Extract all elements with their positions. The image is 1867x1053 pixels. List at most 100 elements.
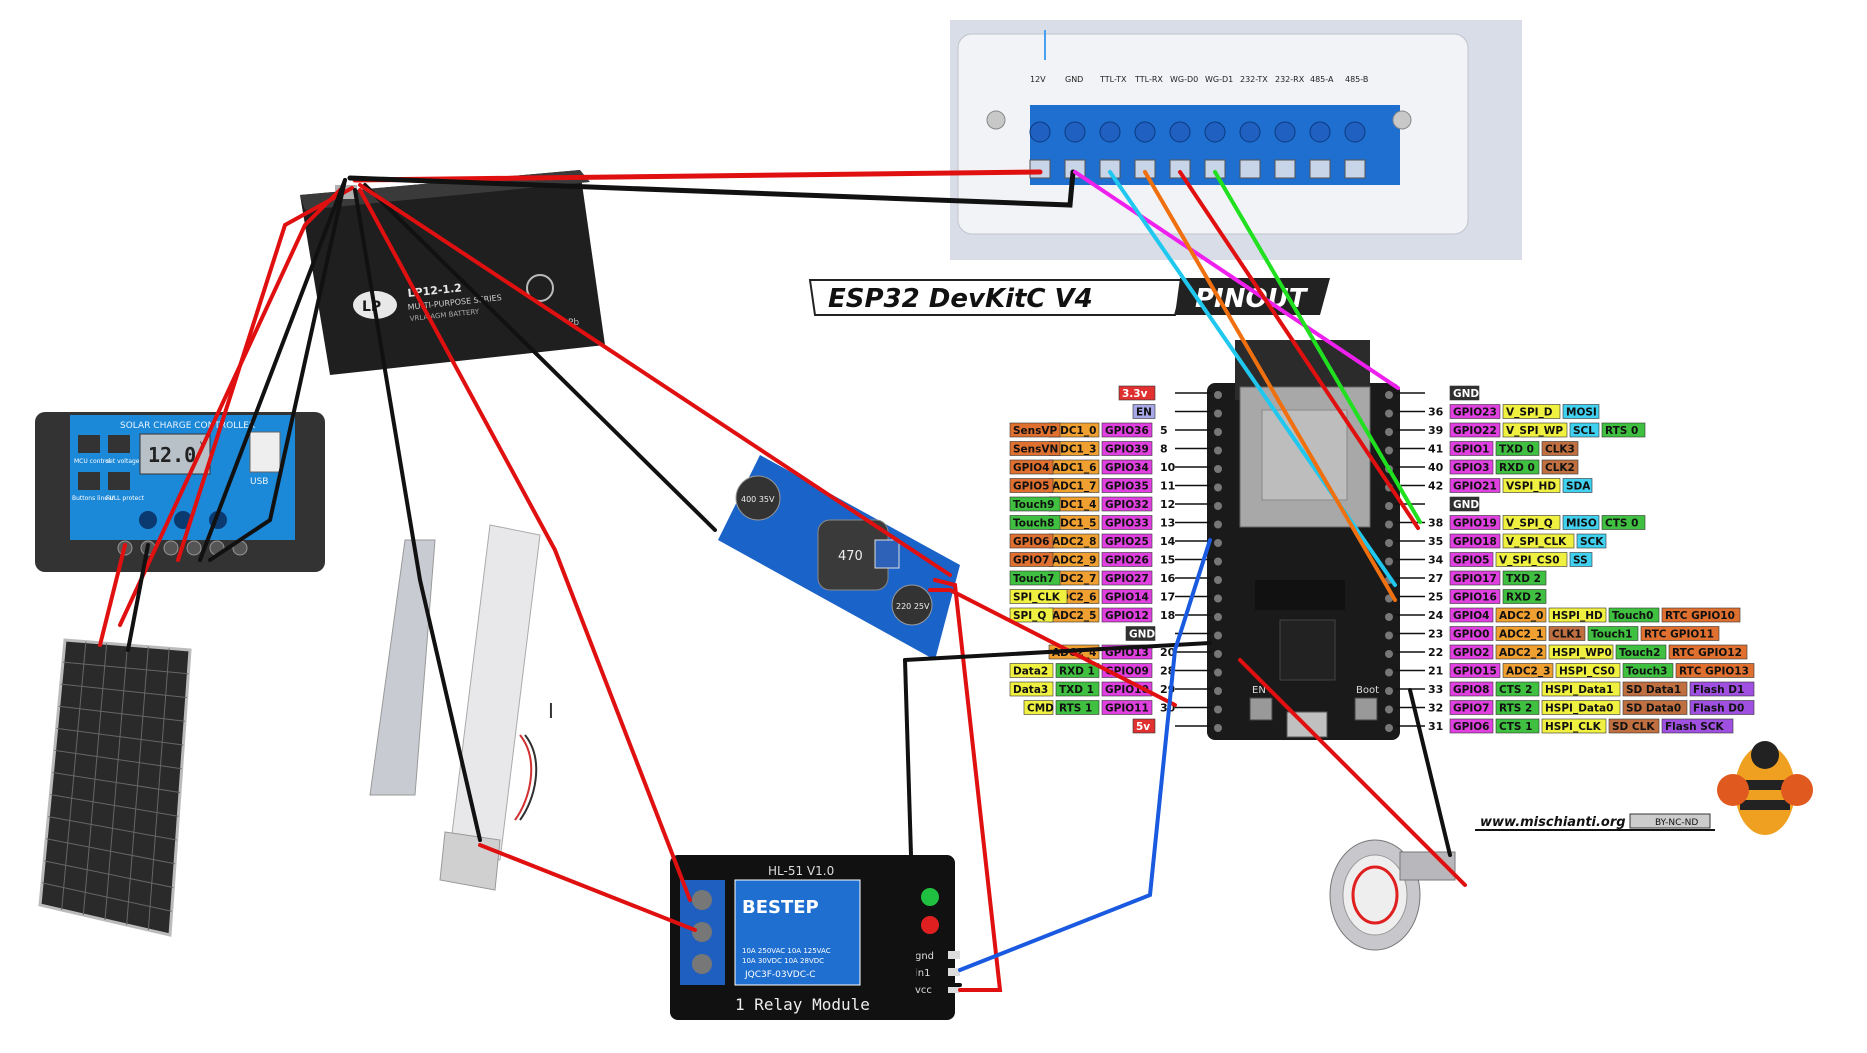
header-pin [1214,446,1222,455]
pin-tag [1541,681,1621,697]
pin-tag [1569,422,1600,438]
terminal-screw-icon [163,540,179,556]
menu-button[interactable] [139,511,157,529]
pin-tag-label: RTC GPIO11 [1644,629,1714,641]
pin-tag [1101,533,1153,549]
pin-tag-label: GPIO33 [1105,518,1149,530]
pin-number: 41 [1428,443,1443,456]
pin-tag-label: ADC1_4 [1052,499,1096,511]
lock-icon [108,472,130,490]
header-pin [1385,391,1393,399]
pin-tag-label: SPI_CLK [1013,592,1061,604]
pin-tag [1608,607,1660,623]
pin-tag [1101,422,1153,438]
screw-icon [692,890,712,910]
header-pin [1385,668,1393,677]
magnetic-lock: I [369,524,554,891]
pin-tag [1009,552,1054,567]
pin-tag [1009,515,1061,530]
pin-tag [1449,570,1501,586]
panel-cell-line [62,661,189,675]
pin-tag [1675,663,1755,678]
pin-tag [1023,700,1054,715]
pin-number: 17 [1160,591,1175,604]
battery-pb: Pb [568,318,579,328]
header-pin [1214,631,1222,640]
pin-number: 12 [1160,498,1175,511]
relay-pin-label: gnd [915,951,934,962]
pin-tag-label: HSPI_Data1 [1545,684,1613,696]
terminal-label: 12V [1030,75,1046,84]
header-pin [1214,465,1222,473]
pin-tag [1562,404,1600,419]
pin-tag [1009,422,1061,438]
btn4-label: FULL protect [106,495,145,502]
pin-tag-label: V_SPI_CS0 [1499,555,1560,567]
pin-tag-label: SCL [1573,425,1595,437]
pin-tag [1495,459,1540,475]
pin-tag [1449,496,1480,512]
pin-tag-label: GPIO39 [1105,444,1149,456]
pin-tag-label: GND [1453,388,1479,400]
pin-tag-label: ADC2_7 [1052,573,1096,585]
pin-tag-label: Touch1 [1591,629,1632,641]
pin-tag [1101,515,1153,530]
pin-tag-label: Data3 [1013,684,1048,696]
pin-tag-label: HSPI_CLK [1545,721,1602,733]
pin-tag [1101,607,1153,623]
pin-tag-label: GPIO5 [1013,481,1049,493]
header-pin [1214,613,1222,621]
pin-tag-label: GPIO34 [1105,462,1149,474]
pin-tag-label: GPIO23 [1453,407,1497,419]
pin-tag-label: GPIO19 [1453,518,1497,530]
wires [98,169,1467,992]
pin-tag [1495,607,1547,623]
pin-number: 5 [1160,424,1168,437]
boot-label: Boot [1356,685,1379,696]
terminal-label: TTL-RX [1134,75,1163,84]
pin-number: 14 [1160,535,1176,548]
pin-tag [1541,441,1579,456]
pin-tag-label: Touch2 [1619,647,1660,659]
lcd-value: 12.0 [148,443,196,467]
pin-number: 15 [1160,554,1175,567]
pin-tag-label: CTS 2 [1499,684,1532,696]
pin-tag-label: V_SPI_Q [1506,518,1553,530]
header-pin [1214,724,1222,732]
en-button[interactable] [1249,697,1273,721]
pin-tag [1622,700,1688,715]
pin-tag-label: Touch3 [1626,666,1667,678]
pin-tag [1449,478,1501,493]
terminal-label: 485-B [1345,75,1368,84]
pin-number: 25 [1428,591,1443,604]
pin-tag [1449,681,1494,697]
footer: www.mischianti.org BY-NC-ND [1475,741,1813,835]
relay-pin [948,951,960,959]
potentiometer[interactable] [874,539,900,569]
pin-tag-label: CLK1 [1552,629,1582,641]
pin-tag-label: SS [1573,555,1588,567]
pin-tag-label: HSPI_HD [1552,610,1603,622]
pin-tag [1449,607,1494,623]
pin-tag [1548,626,1586,641]
pin-tag-label: GPIO0 [1453,629,1489,641]
pin-tag-label: Touch8 [1013,518,1054,530]
mcu-icon [78,435,100,453]
pin-number: 31 [1428,720,1443,733]
pin-tag [1449,533,1501,549]
terminal-label: TTL-TX [1099,75,1127,84]
stray-mark: I [548,699,554,723]
header-pin [1214,483,1222,492]
boot-button[interactable] [1354,697,1378,721]
pin-number: 18 [1160,609,1175,622]
gear-icon [108,435,130,453]
pin-tag-label: ADC1_5 [1052,518,1096,530]
pin-tag-label: GPIO12 [1105,610,1149,622]
pin-tag-label: ADC2_5 [1052,610,1096,622]
terminal-screw-icon [1274,121,1296,143]
pin-tag [1587,626,1639,641]
pin-tag-label: GPIO14 [1105,592,1149,604]
pin-tag-label: CLK3 [1545,444,1575,456]
screw-icon [986,110,1006,130]
